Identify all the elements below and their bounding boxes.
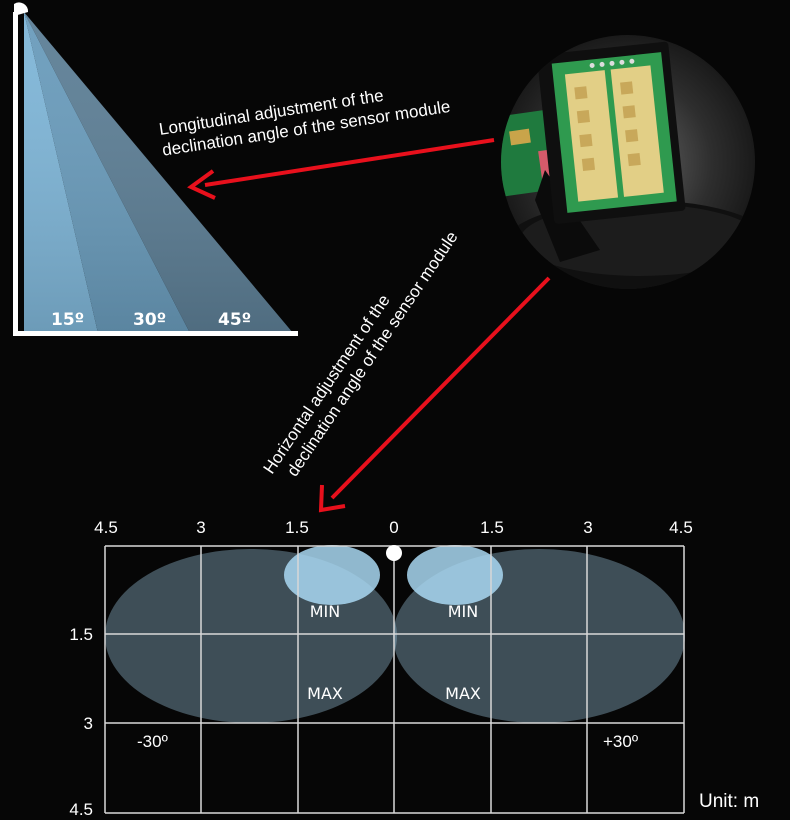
min-label-right: MIN: [448, 602, 479, 621]
floor-line: [13, 331, 298, 336]
y-tick-label: 1.5: [69, 625, 93, 644]
angle-label-15: 15º: [51, 310, 84, 330]
wall-line: [13, 12, 18, 336]
max-label-left: MAX: [307, 684, 343, 703]
range-diagram: 4.5 3 1.5 0 1.5 3 4.5 1.5 3 4.5 MIN MIN …: [69, 518, 759, 819]
max-label-right: MAX: [445, 684, 481, 703]
left-angle-label: -30º: [137, 732, 168, 751]
x-tick-label: 3: [196, 518, 205, 537]
radar-board: [537, 41, 686, 224]
sensor-origin-icon: [386, 545, 402, 561]
sensor-module-photo: [501, 35, 755, 289]
longitudinal-annotation: Longitudinal adjustment of the declinati…: [158, 86, 452, 160]
x-tick-label: 4.5: [94, 518, 118, 537]
angle-label-45: 45º: [218, 310, 251, 330]
horizontal-annotation-line2: declination angle of the sensor module: [283, 228, 462, 480]
x-tick-label: 4.5: [669, 518, 693, 537]
horizontal-arrow: [318, 276, 551, 513]
min-zone-left: [284, 545, 380, 605]
vertical-beam-diagram: 15º 30º 45º: [13, 2, 298, 336]
horizontal-annotation: Horizontal adjustment of the declination…: [260, 228, 462, 480]
y-tick-label: 4.5: [69, 800, 93, 819]
min-zone-right: [407, 545, 503, 605]
x-tick-label: 3: [583, 518, 592, 537]
y-tick-label: 3: [84, 714, 93, 733]
x-tick-label: 1.5: [285, 518, 309, 537]
right-angle-label: +30º: [603, 732, 638, 751]
x-tick-label: 0: [389, 518, 398, 537]
sensor-dot-icon: [14, 2, 29, 17]
angle-label-30: 30º: [133, 310, 166, 330]
longitudinal-arrow: [187, 138, 495, 200]
grid: [104, 545, 685, 814]
min-label-left: MIN: [310, 602, 341, 621]
unit-label: Unit: m: [699, 791, 759, 812]
beam-shade: [24, 12, 293, 333]
x-tick-label: 1.5: [480, 518, 504, 537]
